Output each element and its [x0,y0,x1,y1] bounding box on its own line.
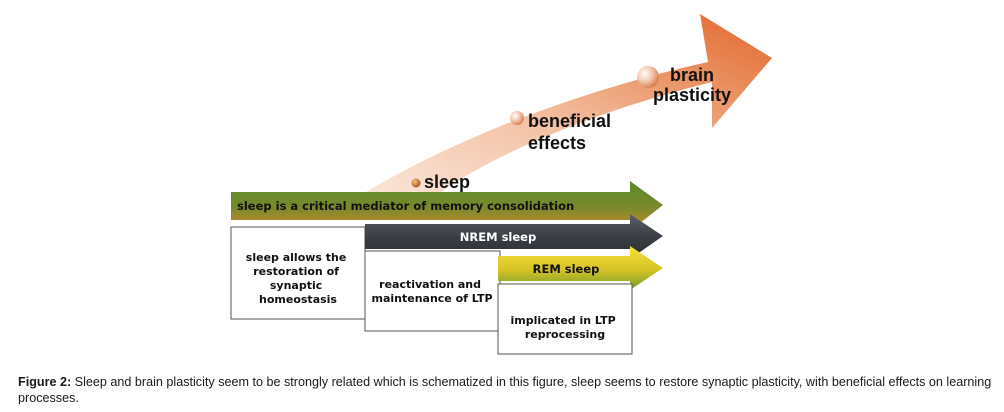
box2-line: reactivation and [379,278,481,291]
synaptic-homeostasis-text: sleep allows the restoration of synaptic… [246,251,350,306]
ltp-reprocessing-box [497,283,633,355]
ltp-maintenance-box [364,250,501,332]
curve-label-effects: effects [528,133,586,153]
curved-plasticity-arrow [345,14,772,205]
ltp-maintenance-text: reactivation and maintenance of LTP [371,278,492,305]
figure-caption-label: Figure 2: [18,375,72,389]
synaptic-homeostasis-box [230,226,366,320]
curve-label-brain: brain [670,65,714,85]
figure-caption-text: Sleep and brain plasticity seem to be st… [18,375,992,405]
box2-line: maintenance of LTP [371,292,492,305]
rem-sleep-bar [498,246,663,290]
sleep-bullet-icon [411,178,421,188]
curve-label-beneficial: beneficial [528,111,611,131]
memory-consolidation-bar [231,181,663,231]
curve-label-plasticity: plasticity [653,85,731,105]
nrem-sleep-bar [365,214,663,259]
box3-line: implicated in LTP [510,314,615,327]
curve-label-sleep: sleep [424,172,470,192]
box3-line: reprocessing [525,328,605,341]
figure-caption: Figure 2: Sleep and brain plasticity see… [18,374,993,406]
box1-line: sleep allows the [246,251,347,264]
memory-consolidation-label: sleep is a critical mediator of memory c… [237,199,574,213]
brain-plasticity-bullet-icon [637,66,659,88]
box1-line: restoration of [253,265,339,278]
sleep-plasticity-diagram: sleep beneficial effects brain plasticit… [230,14,772,355]
ltp-reprocessing-text: implicated in LTP reprocessing [510,314,619,341]
box1-line: homeostasis [259,293,337,306]
rem-sleep-label: REM sleep [533,262,600,276]
nrem-sleep-label: NREM sleep [460,230,536,244]
beneficial-bullet-icon [510,111,524,125]
box1-line: synaptic [270,279,322,292]
